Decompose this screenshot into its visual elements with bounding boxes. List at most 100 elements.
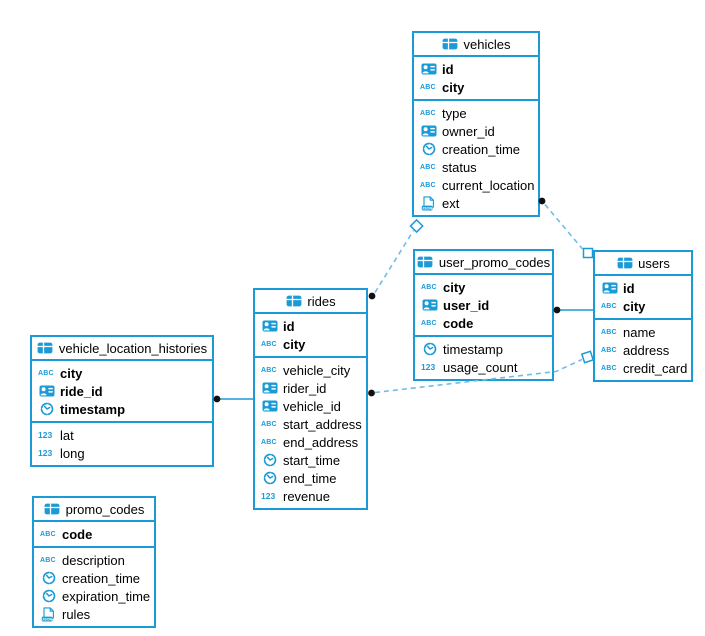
field-name: ext (442, 195, 460, 211)
id-icon (420, 63, 437, 75)
clock-icon (420, 142, 437, 156)
clock-icon (40, 571, 57, 585)
field-row: user_id (415, 296, 552, 314)
table-header[interactable]: promo_codes (34, 498, 154, 522)
field-name: creation_time (62, 570, 141, 586)
field-name: description (62, 552, 125, 568)
fields-section: ABC vehicle_city rider_id vehicle_id ABC… (255, 358, 366, 508)
field-row: 123 long (32, 444, 212, 462)
field-name: revenue (283, 488, 330, 504)
field-row: ABC vehicle_city (255, 361, 366, 379)
table-title: rides (307, 293, 336, 309)
abc-icon: ABC (38, 369, 54, 377)
clock-icon (40, 589, 57, 603)
table-users[interactable]: users id ABC city ABC name ABC address A… (593, 250, 693, 382)
field-row: ABC credit_card (595, 359, 691, 377)
abc-icon: ABC (420, 83, 436, 91)
field-row: start_time (255, 451, 366, 469)
field-name: vehicle_id (283, 398, 341, 414)
abc-icon: ABC (261, 366, 277, 374)
field-name: current_location (442, 177, 535, 193)
relationship-user-promo-codes-users (553, 306, 593, 314)
field-row: expiration_time (34, 587, 154, 605)
table-vehicle-location-histories[interactable]: vehicle_location_histories ABC city ride… (30, 335, 214, 467)
field-name: rider_id (283, 380, 327, 396)
id-icon (261, 400, 278, 412)
id-icon (421, 299, 438, 311)
field-name: end_time (283, 470, 337, 486)
field-row: ABC end_address (255, 433, 366, 451)
abc-icon: ABC (601, 364, 617, 372)
table-user-promo-codes[interactable]: user_promo_codes ABC city user_id ABC co… (413, 249, 554, 381)
field-row: ABC city (32, 364, 212, 382)
field-name: name (623, 324, 656, 340)
table-promo-codes[interactable]: promo_codes ABC code ABC description cre… (32, 496, 156, 628)
field-row: id (595, 279, 691, 297)
field-name: owner_id (442, 123, 495, 139)
table-icon (442, 38, 459, 50)
abc-icon: ABC (40, 530, 56, 538)
table-header[interactable]: users (595, 252, 691, 276)
field-row: ABC description (34, 551, 154, 569)
field-name: status (442, 159, 477, 175)
abc-icon: ABC (420, 163, 436, 171)
field-name: address (623, 342, 670, 358)
field-name: expiration_time (62, 588, 151, 604)
fields-section: ABC description creation_time expiration… (34, 548, 154, 626)
field-row: ABC address (595, 341, 691, 359)
abc-icon: ABC (40, 556, 56, 564)
field-name: user_id (443, 297, 490, 313)
primary-key-section: id ABC city (414, 57, 538, 101)
table-vehicles[interactable]: vehicles id ABC city ABC type owner_id (412, 31, 540, 217)
field-row: ride_id (32, 382, 212, 400)
table-header[interactable]: rides (255, 290, 366, 314)
table-title: promo_codes (65, 501, 145, 517)
number-icon: 123 (38, 429, 53, 440)
relationship-vehicle-location-histories-rides (213, 395, 254, 403)
fields-section: 123 lat 123 long (32, 423, 212, 465)
abc-icon: ABC (421, 283, 437, 291)
field-name: usage_count (443, 359, 518, 375)
fields-section: timestamp 123 usage_count (415, 337, 552, 379)
field-name: city (60, 365, 83, 381)
abc-icon: ABC (261, 340, 277, 348)
primary-key-section: ABC code (34, 522, 154, 548)
table-header[interactable]: vehicles (414, 33, 538, 57)
table-icon (44, 503, 61, 515)
table-icon (616, 257, 633, 269)
json-icon (420, 196, 437, 211)
field-name: timestamp (443, 341, 503, 357)
abc-icon: ABC (261, 438, 277, 446)
field-name: city (443, 279, 466, 295)
field-name: type (442, 105, 467, 121)
table-icon (37, 342, 54, 354)
table-header[interactable]: user_promo_codes (415, 251, 552, 275)
field-name: code (62, 526, 93, 542)
table-icon (285, 295, 302, 307)
field-row: ABC city (595, 297, 691, 315)
field-row: creation_time (34, 569, 154, 587)
clock-icon (421, 342, 438, 356)
field-row: end_time (255, 469, 366, 487)
table-header[interactable]: vehicle_location_histories (32, 337, 212, 361)
field-name: rules (62, 606, 91, 622)
field-row: vehicle_id (255, 397, 366, 415)
abc-icon: ABC (420, 109, 436, 117)
field-row: timestamp (415, 340, 552, 358)
primary-key-section: ABC city user_id ABC code (415, 275, 552, 337)
field-name: ride_id (60, 383, 103, 399)
id-icon (261, 382, 278, 394)
field-name: lat (60, 427, 74, 443)
field-row: timestamp (32, 400, 212, 418)
field-row: ABC city (415, 278, 552, 296)
field-name: start_address (283, 416, 362, 432)
number-icon: 123 (38, 447, 53, 458)
field-name: start_time (283, 452, 341, 468)
table-rides[interactable]: rides id ABC city ABC vehicle_city rider… (253, 288, 368, 510)
field-row: ABC code (415, 314, 552, 332)
clock-icon (38, 402, 55, 416)
field-name: end_address (283, 434, 359, 450)
field-name: city (283, 336, 306, 352)
field-name: vehicle_city (283, 362, 351, 378)
table-icon (417, 256, 434, 268)
